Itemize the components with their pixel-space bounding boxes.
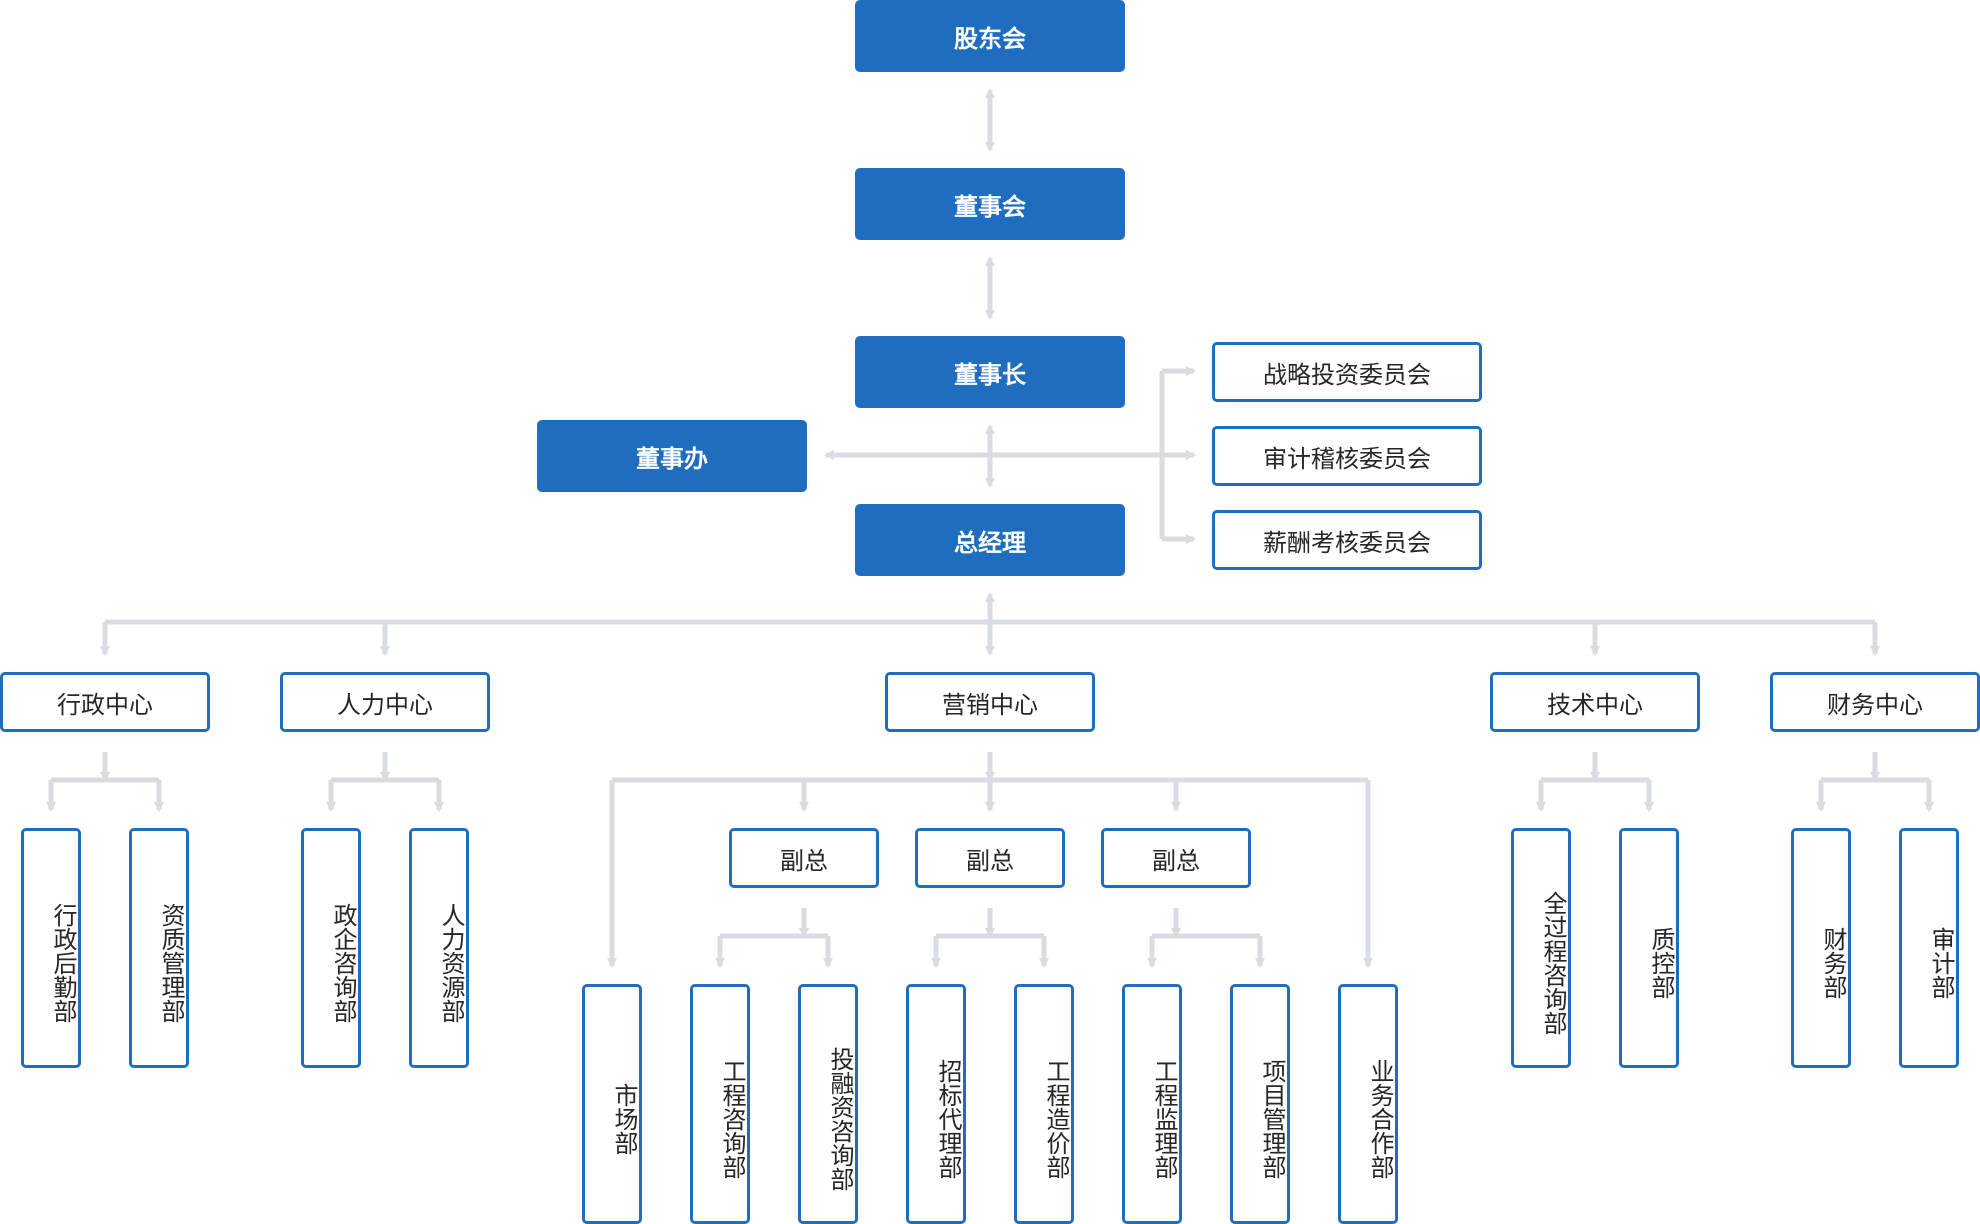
department-bidding-agency: 招标代理部 (906, 984, 966, 1224)
department-gov-consulting: 政企咨询部 (301, 828, 361, 1068)
vice-president-node: 副总 (729, 828, 879, 888)
center-marketing-node: 营销中心 (885, 672, 1095, 732)
general-manager-node: 总经理 (855, 504, 1125, 576)
vice-president-node: 副总 (1101, 828, 1251, 888)
committee-audit-node: 审计稽核委员会 (1212, 426, 1482, 486)
department-audit: 审计部 (1899, 828, 1959, 1068)
department-quality-control: 质控部 (1619, 828, 1679, 1068)
center-tech-node: 技术中心 (1490, 672, 1700, 732)
board-office-node: 董事办 (537, 420, 807, 492)
department-finance: 财务部 (1791, 828, 1851, 1068)
department-engineering-consulting: 工程咨询部 (690, 984, 750, 1224)
chairman-node: 董事长 (855, 336, 1125, 408)
committee-strategy-node: 战略投资委员会 (1212, 342, 1482, 402)
center-hr-node: 人力中心 (280, 672, 490, 732)
committee-compensation-node: 薪酬考核委员会 (1212, 510, 1482, 570)
department-admin-logistics: 行政后勤部 (21, 828, 81, 1068)
department-engineering-supervision: 工程监理部 (1122, 984, 1182, 1224)
department-qualification: 资质管理部 (129, 828, 189, 1068)
department-investment-consulting: 投融资咨询部 (798, 984, 858, 1224)
center-admin-node: 行政中心 (0, 672, 210, 732)
department-cost-engineering: 工程造价部 (1014, 984, 1074, 1224)
department-project-management: 项目管理部 (1230, 984, 1290, 1224)
center-finance-node: 财务中心 (1770, 672, 1980, 732)
board-node: 董事会 (855, 168, 1125, 240)
shareholders-node: 股东会 (855, 0, 1125, 72)
department-whole-process-consulting: 全过程咨询部 (1511, 828, 1571, 1068)
vice-president-node: 副总 (915, 828, 1065, 888)
department-business-cooperation: 业务合作部 (1338, 984, 1398, 1224)
department-market: 市场部 (582, 984, 642, 1224)
department-human-resources: 人力资源部 (409, 828, 469, 1068)
